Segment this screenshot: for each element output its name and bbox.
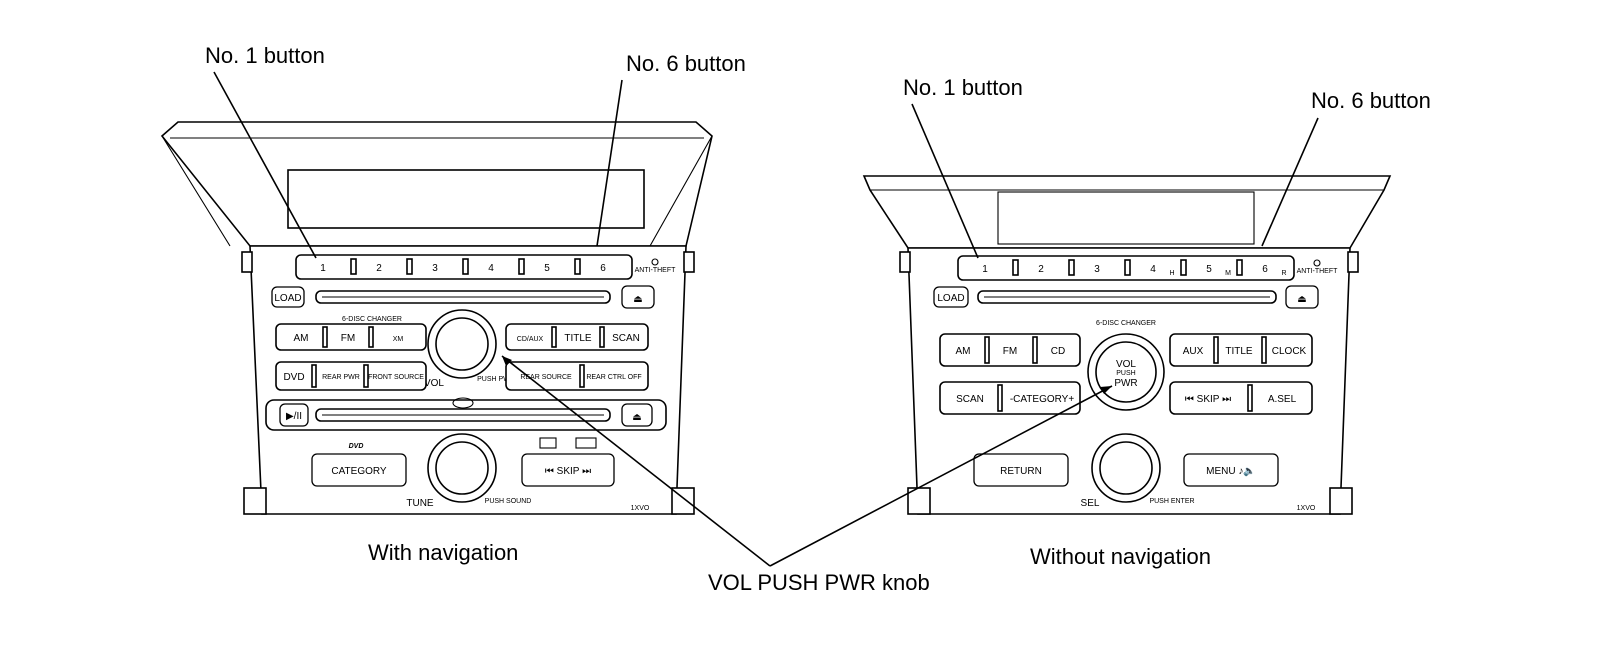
left-scan-button[interactable]: SCAN bbox=[612, 333, 640, 344]
left-anti-theft-led bbox=[651, 258, 659, 266]
left-rear-ctrl-off-button[interactable]: REAR CTRL OFF bbox=[586, 374, 641, 381]
left-preset-4[interactable]: 4 bbox=[488, 263, 494, 274]
right-push-enter-label: PUSH ENTER bbox=[1149, 498, 1194, 505]
left-tune-push-sound-knob[interactable] bbox=[427, 433, 497, 503]
svg-text:PUSH: PUSH bbox=[1116, 370, 1135, 377]
left-eject-button-top[interactable]: ⏏ bbox=[621, 285, 655, 309]
svg-text:RETURN: RETURN bbox=[1000, 466, 1042, 477]
svg-text:⏮ SKIP ⏭: ⏮ SKIP ⏭ bbox=[545, 466, 591, 477]
left-dvd-logo: DVD bbox=[349, 443, 364, 450]
right-preset-6[interactable]: 6 bbox=[1262, 264, 1268, 275]
svg-text:PWR: PWR bbox=[1114, 378, 1137, 389]
left-am-button[interactable]: AM bbox=[294, 333, 309, 344]
left-xm-button[interactable]: XM bbox=[393, 336, 404, 343]
left-eject-button-bottom[interactable]: ⏏ bbox=[621, 403, 653, 427]
right-skip-button[interactable]: ⏮ SKIP ⏭ bbox=[1185, 394, 1231, 405]
right-sel-label: SEL bbox=[1081, 498, 1100, 509]
right-preset-2[interactable]: 2 bbox=[1038, 264, 1044, 275]
right-top-housing bbox=[862, 175, 1392, 249]
left-preset-buttons: 1 2 3 4 5 6 bbox=[320, 258, 606, 275]
left-title-button[interactable]: TITLE bbox=[564, 333, 592, 344]
right-preset-buttons: 1 2 3 4 H 5 M 6 R bbox=[982, 259, 1287, 277]
right-anti-theft-led bbox=[1313, 259, 1321, 267]
left-preset-3[interactable]: 3 bbox=[432, 263, 438, 274]
svg-text:LOAD: LOAD bbox=[937, 293, 964, 304]
caption-with-navigation: With navigation bbox=[368, 540, 518, 565]
left-tune-label: TUNE bbox=[406, 498, 434, 509]
callout-no1-left: No. 1 button bbox=[205, 43, 325, 68]
svg-text:LOAD: LOAD bbox=[274, 293, 301, 304]
left-preset-2[interactable]: 2 bbox=[376, 263, 382, 274]
left-dolby-logo bbox=[575, 437, 597, 449]
right-fm-button[interactable]: FM bbox=[1003, 346, 1017, 357]
right-preset-3[interactable]: 3 bbox=[1094, 264, 1100, 275]
left-cd-aux-button[interactable]: CD/AUX bbox=[517, 336, 544, 343]
eject-icon: ⏏ bbox=[632, 412, 641, 423]
right-scan-button[interactable]: SCAN bbox=[956, 394, 984, 405]
right-anti-theft-label: ANTI-THEFT bbox=[1297, 268, 1339, 275]
right-clock-button[interactable]: CLOCK bbox=[1272, 346, 1307, 357]
right-preset-5[interactable]: 5 bbox=[1206, 264, 1212, 275]
left-dts-logo bbox=[539, 437, 557, 449]
right-model-code: 1XVO bbox=[1297, 505, 1316, 512]
svg-text:XM: XM bbox=[393, 336, 404, 343]
right-am-button[interactable]: AM bbox=[956, 346, 971, 357]
right-return-button[interactable]: RETURN bbox=[973, 453, 1069, 487]
svg-text:MENU ♪🔈: MENU ♪🔈 bbox=[1206, 466, 1256, 477]
left-preset-6[interactable]: 6 bbox=[600, 263, 606, 274]
right-preset-4[interactable]: 4 bbox=[1150, 264, 1156, 275]
caption-without-navigation: Without navigation bbox=[1030, 544, 1211, 569]
left-push-pwr-label: PUSH PWR bbox=[477, 376, 515, 383]
right-title-button[interactable]: TITLE bbox=[1225, 346, 1253, 357]
right-head-unit: 1 2 3 4 H 5 M 6 R ANTI-THEFT LOAD ⏏ 6-DI… bbox=[862, 175, 1392, 515]
left-model-code: 1XVO bbox=[631, 505, 650, 512]
right-aux-button[interactable]: AUX bbox=[1183, 346, 1204, 357]
left-push-sound-label: PUSH SOUND bbox=[485, 498, 532, 505]
right-cd-button[interactable]: CD bbox=[1051, 346, 1065, 357]
left-skip-button[interactable]: ⏮ SKIP ⏭ bbox=[521, 453, 615, 487]
left-head-unit: 1 2 3 4 5 6 ANTI-THEFT LOAD ⏏ 6-DISC CHA… bbox=[160, 121, 713, 515]
play-pause-icon: ▶/II bbox=[286, 411, 302, 422]
callout-no6-right: No. 6 button bbox=[1311, 88, 1431, 113]
right-menu-button[interactable]: MENU ♪🔈 bbox=[1183, 453, 1279, 487]
eject-icon: ⏏ bbox=[633, 294, 642, 305]
eject-icon: ⏏ bbox=[1297, 294, 1306, 305]
left-changer-label: 6-DISC CHANGER bbox=[342, 316, 402, 323]
callout-lines bbox=[213, 71, 1319, 567]
left-preset-1[interactable]: 1 bbox=[320, 263, 326, 274]
svg-text:AM: AM bbox=[294, 333, 309, 344]
right-asel-button[interactable]: A.SEL bbox=[1268, 394, 1297, 405]
callout-vol-knob: VOL PUSH PWR knob bbox=[708, 570, 930, 595]
left-play-pause-button[interactable]: ▶/II bbox=[279, 403, 309, 427]
right-top-pocket bbox=[997, 191, 1255, 245]
callout-no1-right: No. 1 button bbox=[903, 75, 1023, 100]
right-preset-mark-r: R bbox=[1281, 270, 1286, 277]
right-eject-button[interactable]: ⏏ bbox=[1285, 285, 1319, 309]
left-vol-push-pwr-knob[interactable] bbox=[427, 309, 497, 379]
svg-text:VOL: VOL bbox=[1116, 359, 1136, 370]
right-preset-mark-h: H bbox=[1169, 270, 1174, 277]
right-category-button[interactable]: -CATEGORY+ bbox=[1010, 394, 1075, 405]
left-load-button[interactable]: LOAD bbox=[271, 286, 305, 308]
right-load-button[interactable]: LOAD bbox=[933, 286, 969, 308]
left-dvd-button[interactable]: DVD bbox=[283, 372, 304, 383]
left-vol-label: VOL bbox=[424, 378, 444, 389]
right-changer-label: 6-DISC CHANGER bbox=[1096, 320, 1156, 327]
svg-text:FM: FM bbox=[341, 333, 355, 344]
left-category-button[interactable]: CATEGORY bbox=[311, 453, 407, 487]
right-preset-1[interactable]: 1 bbox=[982, 264, 988, 275]
left-rear-pwr-button[interactable]: REAR PWR bbox=[322, 374, 360, 381]
left-fm-button[interactable]: FM bbox=[341, 333, 355, 344]
right-vol-push-pwr-knob[interactable]: VOL PUSH PWR bbox=[1087, 333, 1165, 411]
right-sel-push-enter-knob[interactable] bbox=[1091, 433, 1161, 503]
callout-no6-left: No. 6 button bbox=[626, 51, 746, 76]
left-anti-theft-label: ANTI-THEFT bbox=[635, 267, 677, 274]
left-front-source-button[interactable]: FRONT SOURCE bbox=[368, 374, 424, 381]
svg-text:CATEGORY: CATEGORY bbox=[331, 466, 387, 477]
left-rear-source-button[interactable]: REAR SOURCE bbox=[520, 374, 572, 381]
left-preset-5[interactable]: 5 bbox=[544, 263, 550, 274]
left-nav-screen bbox=[287, 169, 645, 229]
right-preset-mark-m: M bbox=[1225, 270, 1231, 277]
